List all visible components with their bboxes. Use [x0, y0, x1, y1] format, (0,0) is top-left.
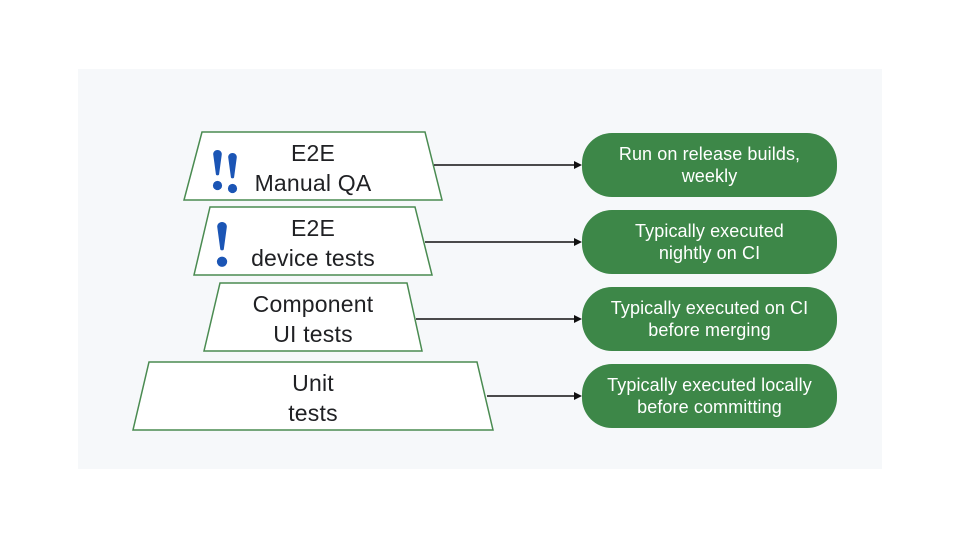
layer-title-line1: Component: [252, 290, 374, 317]
layer-title-line1: Unit: [292, 369, 334, 396]
annotation-pill-ui-tests: Typically executed on CI before merging: [582, 287, 837, 351]
layer-title-line1: E2E: [290, 214, 336, 241]
layer-title: Component UI tests: [203, 282, 423, 352]
trapezoid-shape: [193, 206, 433, 276]
annotation-pill-manual-qa: Run on release builds, weekly: [582, 133, 837, 197]
pyramid-layer-e2e-device-tests: E2E device tests: [193, 206, 433, 276]
annotation-line2: weekly: [681, 166, 738, 186]
layer-title: E2E device tests: [193, 206, 433, 276]
annotation-line1: Typically executed locally: [607, 375, 812, 395]
annotation-line1: Run on release builds,: [618, 144, 801, 164]
annotation-line2: nightly on CI: [658, 243, 761, 263]
layer-title-line2: tests: [288, 399, 338, 426]
exclamation-icon: [216, 222, 228, 267]
layer-title-line2: Manual QA: [254, 169, 372, 196]
trapezoid-shape: [132, 361, 494, 431]
trapezoid-shape: [183, 131, 443, 201]
layer-title-line2: device tests: [251, 244, 375, 271]
annotation-line2: before merging: [648, 320, 771, 340]
annotation-pill-device-tests: Typically executed nightly on CI: [582, 210, 837, 274]
trapezoid-shape: [203, 282, 423, 352]
layer-title-line2: UI tests: [273, 320, 353, 347]
double-exclamation-icon: [212, 150, 238, 194]
pyramid-layer-unit-tests: Unit tests: [132, 361, 494, 431]
pyramid-layer-e2e-manual-qa: E2E Manual QA: [183, 131, 443, 201]
annotation-pill-unit-tests: Typically executed locally before commit…: [582, 364, 837, 428]
layer-title: Unit tests: [132, 361, 494, 431]
annotation-line2: before committing: [637, 397, 782, 417]
annotation-line1: Typically executed on CI: [610, 298, 809, 318]
annotation-line1: Typically executed: [635, 221, 784, 241]
layer-title-line1: E2E: [290, 139, 336, 166]
pyramid-layer-component-ui-tests: Component UI tests: [203, 282, 423, 352]
layer-title: E2E Manual QA: [183, 131, 443, 201]
